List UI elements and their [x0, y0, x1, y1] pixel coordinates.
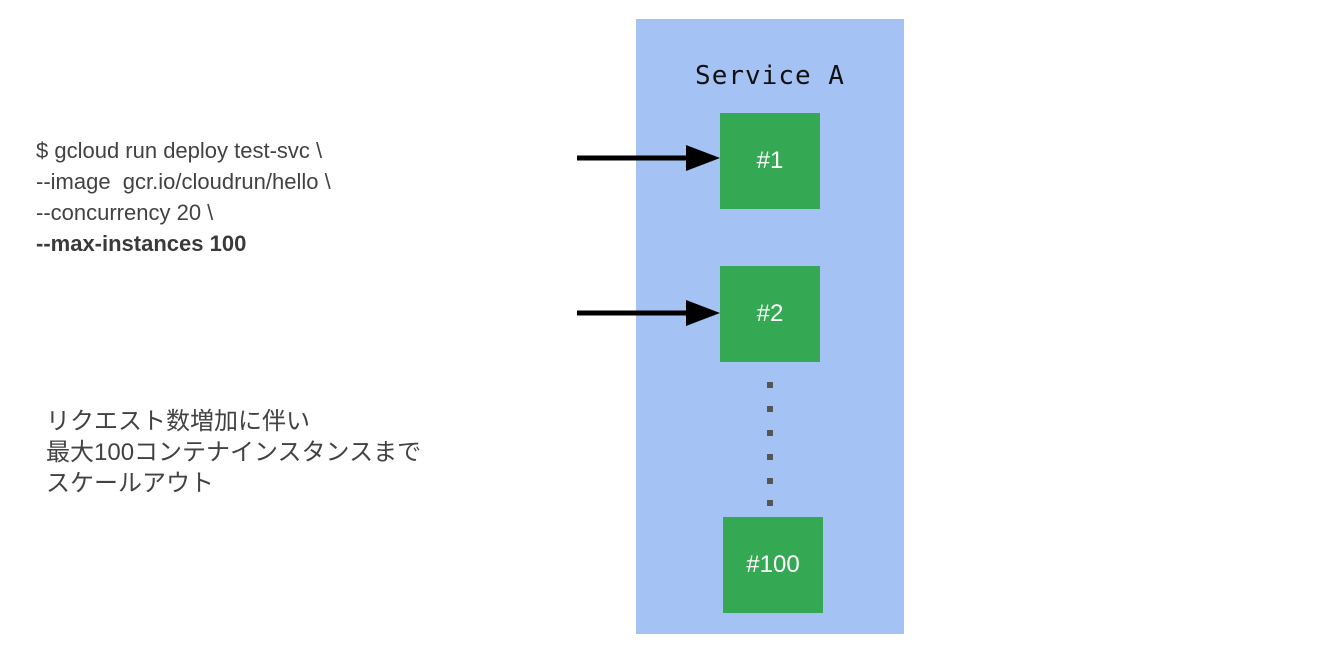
ellipsis-dot: [767, 382, 773, 388]
ellipsis-dot: [767, 454, 773, 460]
note-line-3: スケールアウト: [46, 470, 214, 497]
scale-out-note: リクエスト数増加に伴い 最大100コンテナインスタンスまで スケールアウト: [46, 406, 421, 499]
right-arrow-icon: [577, 145, 720, 171]
note-line-2: 最大100コンテナインスタンスまで: [46, 439, 422, 466]
command-line-1: $ gcloud run deploy test-svc \: [36, 138, 323, 163]
command-line-2: --image gcr.io/cloudrun/hello \: [36, 169, 331, 194]
instance-100: #100: [723, 517, 823, 613]
command-line-3: --concurrency 20 \: [36, 200, 214, 225]
deploy-command: $ gcloud run deploy test-svc \ --image g…: [36, 135, 331, 259]
ellipsis-dot: [767, 478, 773, 484]
instance-2: #2: [720, 266, 820, 362]
note-line-1: リクエスト数増加に伴い: [46, 408, 310, 435]
command-line-4: --max-instances 100: [36, 231, 247, 256]
service-title: Service A: [695, 61, 845, 91]
ellipsis-dot: [767, 500, 773, 506]
ellipsis-dot: [767, 406, 773, 412]
service-box: Service A #1 #2 #100: [636, 19, 904, 634]
right-arrow-icon: [577, 300, 720, 326]
instance-1: #1: [720, 113, 820, 209]
ellipsis-dot: [767, 430, 773, 436]
